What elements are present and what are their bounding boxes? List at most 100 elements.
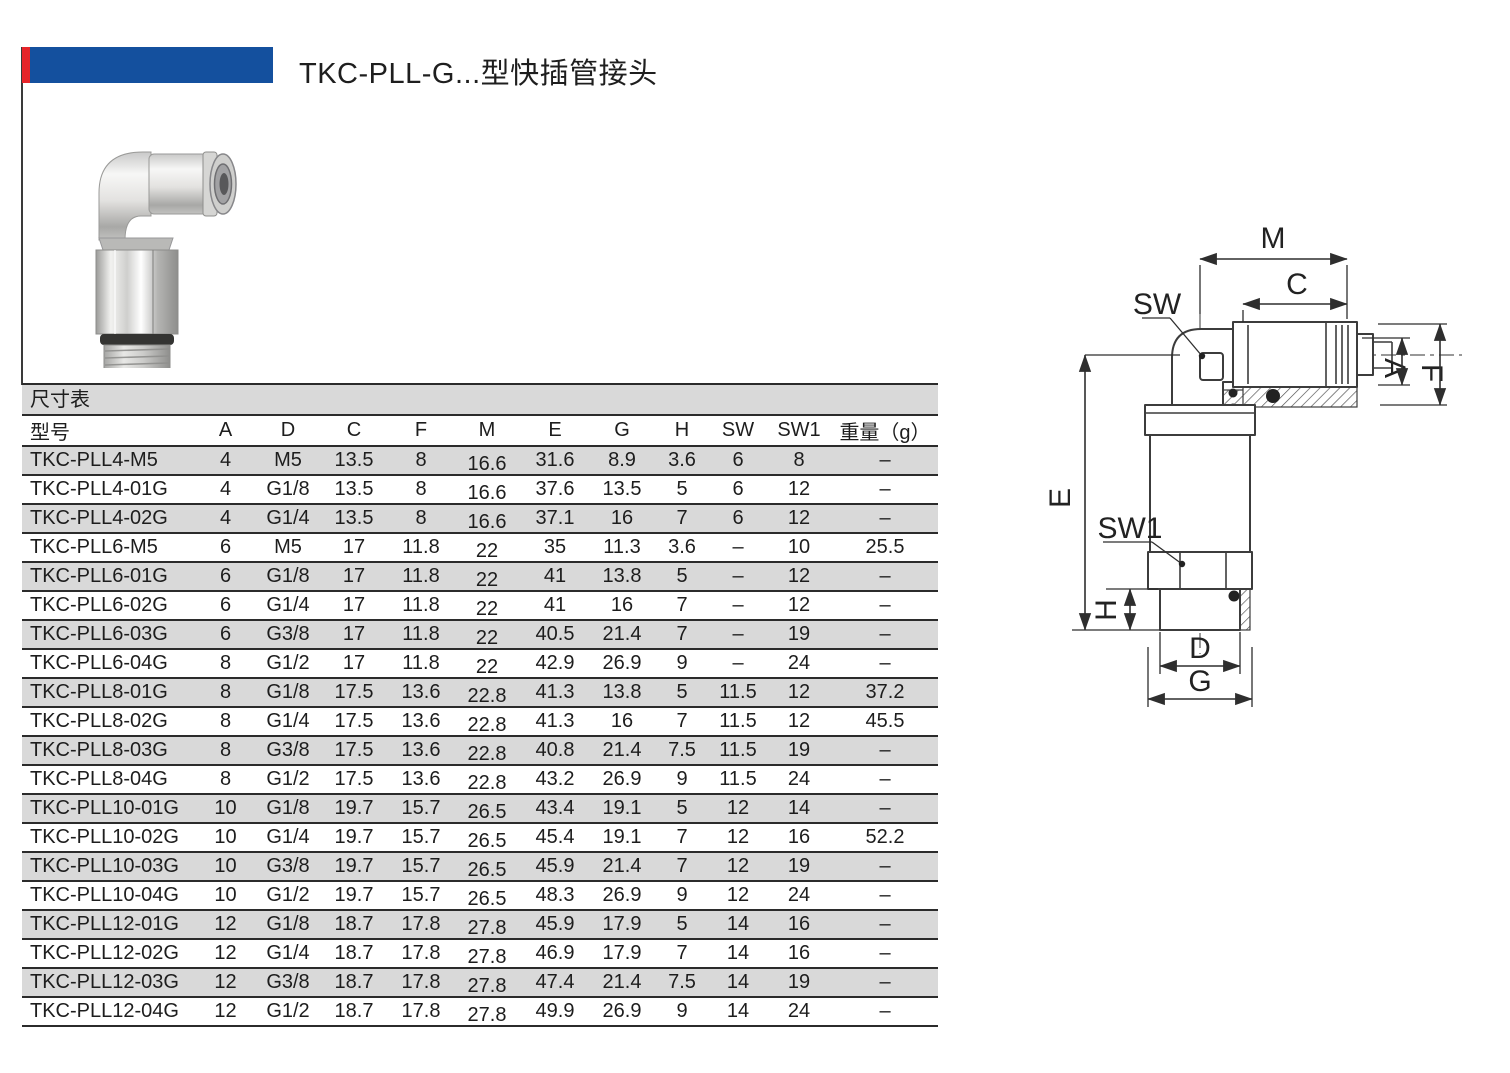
dimension-value: G3/8: [266, 971, 310, 993]
dimension-value: G1/4: [266, 942, 310, 964]
dimension-value: 11.5: [719, 739, 757, 761]
dimension-value: 22.8: [467, 685, 507, 707]
dim-label-SW1: SW1: [1097, 512, 1162, 545]
dimension-value: 8.9: [608, 449, 636, 471]
dim-label-D: D: [1189, 632, 1211, 665]
dimension-value: 21.4: [602, 739, 642, 761]
dimension-value: 7: [676, 507, 688, 529]
model-number: TKC-PLL6-03G: [30, 623, 168, 645]
dimension-value: 17: [342, 623, 366, 645]
dimension-value: 19: [787, 971, 811, 993]
dimension-value: 22: [475, 540, 499, 562]
dimension-value: 49.9: [535, 1000, 575, 1022]
dimension-value: 13.5: [334, 478, 374, 500]
dimension-value: 22: [475, 569, 499, 591]
dimension-value: –: [732, 536, 744, 558]
column-header: 型号: [22, 416, 195, 447]
dimension-value: 11.5: [719, 768, 757, 790]
dimension-value: 9: [676, 652, 688, 674]
dimension-value: 22.8: [467, 772, 507, 794]
dimension-value: 13.8: [602, 565, 642, 587]
dimension-value: 11.8: [402, 536, 440, 558]
dimension-value: 12: [726, 884, 750, 906]
dimension-value: 17: [342, 536, 366, 558]
dimension-value: 5: [676, 681, 688, 703]
dimension-value: 5: [676, 913, 688, 935]
dimension-value: 17.5: [334, 710, 374, 732]
dimension-value: –: [879, 594, 891, 616]
dimension-value: 7.5: [668, 971, 696, 993]
dimension-value: 16: [787, 913, 811, 935]
dimension-value: 37.1: [535, 507, 575, 529]
dimension-value: –: [879, 884, 891, 906]
collet-release-ring: [1356, 333, 1374, 376]
dimension-value: 13.5: [602, 478, 642, 500]
column-header: SW1: [766, 416, 832, 447]
dim-label-A: A: [1378, 358, 1411, 378]
dimension-value: 12: [787, 594, 811, 616]
dimension-value: 6: [219, 536, 232, 558]
dimension-value: G1/8: [266, 797, 310, 819]
dimension-value: G1/2: [266, 768, 310, 790]
elbow-hex-flat: [1199, 352, 1224, 381]
dim-label-SW: SW: [1133, 288, 1182, 321]
dimension-value: 18.7: [334, 971, 374, 993]
column-header: C: [320, 416, 388, 447]
model-number: TKC-PLL8-01G: [30, 681, 168, 703]
dimension-value: 11.8: [402, 623, 440, 645]
dimension-value: 21.4: [602, 623, 642, 645]
dimension-value: 45.5: [865, 710, 905, 732]
dimension-value: 13.8: [602, 681, 642, 703]
dimension-value: 27.8: [467, 975, 507, 997]
dimension-value: 40.8: [535, 739, 575, 761]
dimension-value: 4: [219, 449, 232, 471]
dimension-value: 22.8: [467, 743, 507, 765]
dimension-value: 37.2: [865, 681, 905, 703]
dimension-value: M5: [274, 449, 302, 471]
dimension-value: 26.5: [467, 830, 507, 852]
model-number: TKC-PLL8-04G: [30, 768, 168, 790]
o-ring-dot: [1228, 388, 1238, 398]
dim-label-F: F: [1415, 364, 1448, 382]
dimension-value: 21.4: [602, 855, 642, 877]
dimension-value: 17: [342, 652, 366, 674]
body-cylinder: [1149, 434, 1251, 553]
dimension-value: 27.8: [467, 1004, 507, 1026]
dimension-value: 19.7: [334, 826, 374, 848]
column-header: SW: [710, 416, 766, 447]
dimension-value: 16: [787, 826, 811, 848]
dim-label-C: C: [1286, 268, 1308, 301]
column-header: A: [195, 416, 256, 447]
dimension-value: 13.5: [334, 449, 374, 471]
dimension-value: –: [879, 913, 891, 935]
dimension-value: 26.5: [467, 859, 507, 881]
dimension-value: 37.6: [535, 478, 575, 500]
o-ring-dot: [1228, 590, 1240, 602]
column-header: H: [654, 416, 710, 447]
dimension-value: 7: [676, 942, 688, 964]
dimension-value: 11.3: [603, 536, 641, 558]
model-number: TKC-PLL6-01G: [30, 565, 168, 587]
dimension-value: –: [879, 1000, 891, 1022]
dimension-value: 8: [219, 768, 232, 790]
dimension-value: 17.8: [401, 942, 441, 964]
column-header: 重量（g）: [832, 416, 938, 447]
model-number: TKC-PLL10-04G: [30, 884, 179, 906]
column-header: E: [520, 416, 590, 447]
dimension-value: 12: [787, 478, 811, 500]
dimension-value: G3/8: [266, 739, 310, 761]
dimension-value: 4: [219, 507, 232, 529]
dimension-value: 7: [676, 855, 688, 877]
dimension-value: 26.9: [602, 884, 642, 906]
dimension-value: 17.5: [334, 681, 374, 703]
dimension-value: 12: [787, 565, 811, 587]
